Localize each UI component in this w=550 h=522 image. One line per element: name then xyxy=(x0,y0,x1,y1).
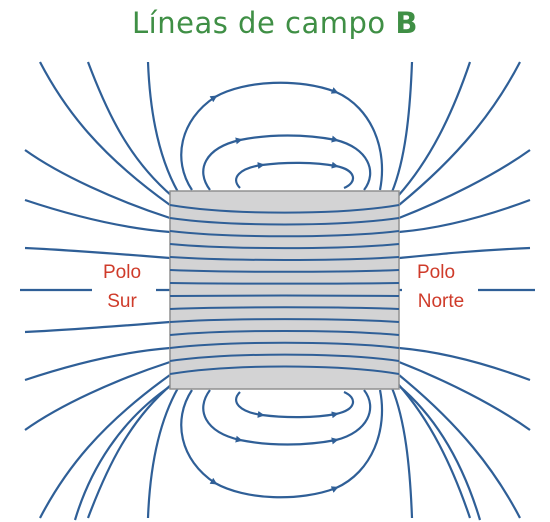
internal-field-line xyxy=(169,294,400,297)
external-field-lines xyxy=(20,61,535,521)
north-pole-line1: Polo xyxy=(417,262,455,283)
field-line xyxy=(180,389,384,499)
field-line xyxy=(390,387,414,519)
internal-field-line xyxy=(169,329,400,336)
field-line xyxy=(398,149,531,220)
diagram-title: Líneas de campo B xyxy=(0,6,550,40)
field-line xyxy=(235,161,354,190)
field-line xyxy=(398,346,531,382)
field-line xyxy=(86,383,173,519)
field-line xyxy=(202,389,372,446)
field-line xyxy=(24,246,171,260)
internal-field-line xyxy=(169,318,400,323)
field-line xyxy=(39,61,171,206)
internal-field-line xyxy=(169,353,400,362)
field-line xyxy=(235,390,354,419)
south-pole-line2: Sur xyxy=(107,291,137,312)
field-line xyxy=(180,81,384,191)
field-line xyxy=(398,198,531,234)
field-line xyxy=(397,384,482,521)
title-text: Líneas de campo xyxy=(132,6,386,40)
field-line xyxy=(24,198,171,234)
field-line xyxy=(398,61,521,206)
field-line xyxy=(202,134,372,191)
internal-field-line xyxy=(169,306,400,310)
internal-field-line xyxy=(169,256,400,261)
internal-field-line xyxy=(169,341,400,349)
field-line xyxy=(390,61,414,193)
south-pole-label: Polo Sur xyxy=(92,261,156,317)
internal-field-line xyxy=(169,365,400,375)
field-line xyxy=(73,384,173,521)
magnet-body xyxy=(169,190,400,390)
field-line xyxy=(397,383,472,519)
internal-field-line xyxy=(169,217,400,226)
title-symbol: B xyxy=(395,6,418,40)
field-line xyxy=(146,61,179,193)
field-line xyxy=(24,360,171,431)
north-pole-label: Polo Norte xyxy=(402,261,478,317)
south-pole-line1: Polo xyxy=(103,262,141,283)
field-line xyxy=(39,374,171,519)
field-line xyxy=(24,320,171,334)
north-pole-line2: Norte xyxy=(418,291,464,312)
field-line xyxy=(398,360,531,431)
field-line xyxy=(24,346,171,382)
field-line xyxy=(397,61,472,197)
field-line xyxy=(24,149,171,220)
internal-field-line xyxy=(169,243,400,250)
field-line xyxy=(398,246,531,260)
internal-field-line xyxy=(169,204,400,214)
field-line xyxy=(146,387,179,519)
internal-field-line xyxy=(169,230,400,238)
internal-field-line xyxy=(169,269,400,273)
internal-field-line xyxy=(169,282,400,285)
field-line xyxy=(398,374,521,519)
field-line xyxy=(86,61,173,197)
internal-field-lines xyxy=(169,204,400,375)
